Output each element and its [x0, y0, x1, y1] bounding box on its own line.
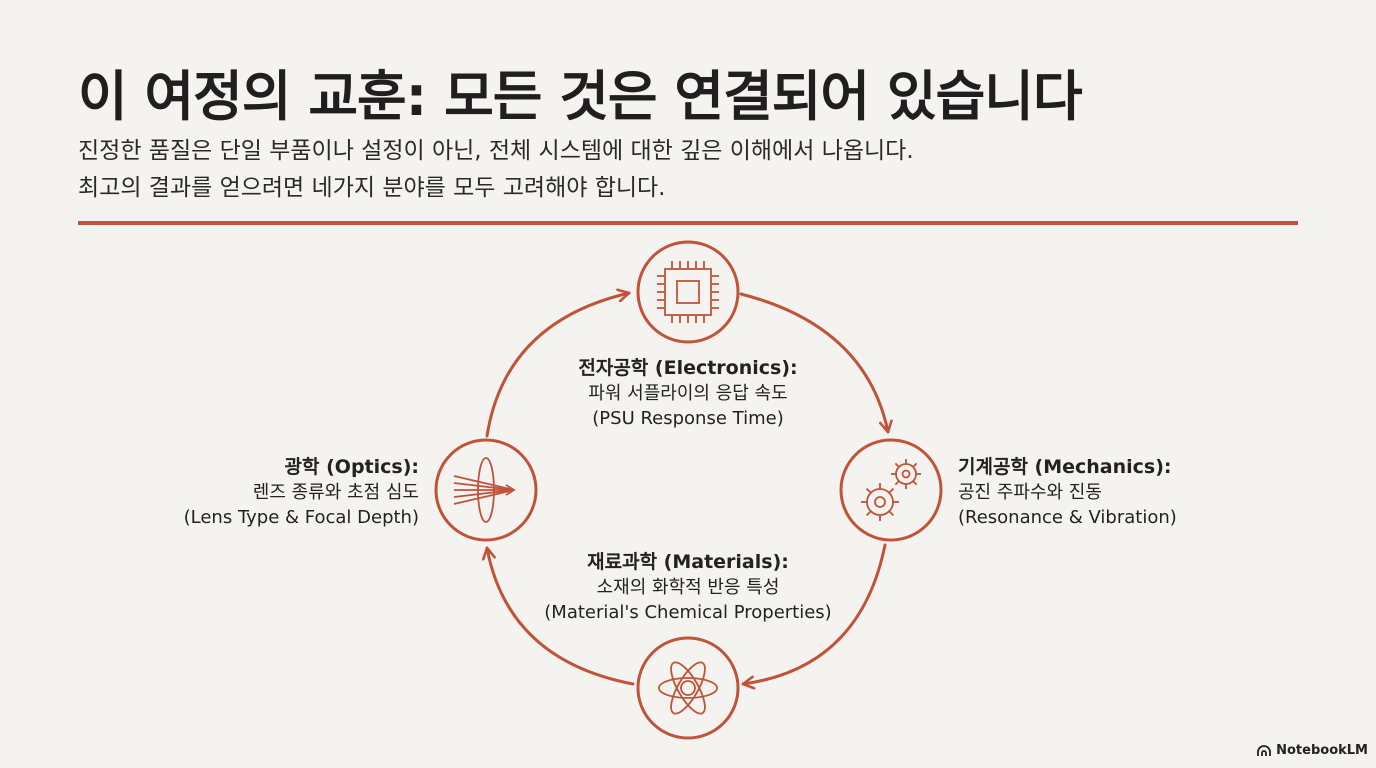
optics-desc-en: (Lens Type & Focal Depth): [183, 507, 419, 528]
arrow-mechanics-to-materials: [741, 543, 887, 684]
mechanics-desc-en: (Resonance & Vibration): [958, 507, 1177, 528]
materials-heading: 재료과학 (Materials):: [587, 551, 789, 573]
divider-line: [78, 221, 1298, 225]
microchip-icon: [657, 261, 719, 323]
label-electronics: 전자공학 (Electronics): 파워 서플라이의 응답 속도 (PSU …: [578, 356, 797, 431]
optics-desc-ko: 렌즈 종류와 초점 심도: [252, 482, 419, 503]
gears-icon: [861, 459, 921, 521]
node-optics: [434, 438, 538, 542]
mechanics-heading: 기계공학 (Mechanics):: [958, 456, 1172, 478]
arrow-optics-to-electronics: [485, 293, 631, 438]
lens-icon: [453, 457, 516, 523]
subtitle-line-1: 진정한 품질은 단일 부품이나 설정이 아닌, 전체 시스템에 대한 깊은 이해…: [78, 138, 914, 164]
brand-label: NotebookLM: [1276, 743, 1368, 758]
node-materials: [636, 636, 740, 740]
label-mechanics: 기계공학 (Mechanics): 공진 주파수와 진동 (Resonance …: [958, 455, 1177, 530]
page-title: 이 여정의 교훈: 모든 것은 연결되어 있습니다: [78, 65, 1083, 128]
subtitle: 진정한 품질은 단일 부품이나 설정이 아닌, 전체 시스템에 대한 깊은 이해…: [78, 133, 914, 207]
label-materials: 재료과학 (Materials): 소재의 화학적 반응 특성 (Materia…: [544, 550, 831, 625]
node-mechanics: [839, 438, 943, 542]
electronics-desc-ko: 파워 서플라이의 응답 속도: [588, 383, 788, 404]
label-optics: 광학 (Optics): 렌즈 종류와 초점 심도 (Lens Type & F…: [184, 455, 419, 530]
materials-desc-en: (Material's Chemical Properties): [544, 602, 832, 623]
notebooklm-logo-icon: [1257, 744, 1272, 756]
arrow-electronics-to-mechanics: [739, 292, 888, 434]
subtitle-line-2: 최고의 결과를 얻으려면 네가지 분야를 모두 고려해야 합니다.: [78, 175, 666, 201]
notebooklm-brand: NotebookLM: [1256, 743, 1368, 758]
atom-icon: [658, 661, 718, 715]
electronics-desc-en: (PSU Response Time): [592, 408, 784, 429]
optics-heading: 광학 (Optics):: [284, 456, 419, 478]
materials-desc-ko: 소재의 화학적 반응 특성: [596, 577, 780, 598]
mechanics-desc-ko: 공진 주파수와 진동: [958, 482, 1102, 503]
node-electronics: [636, 240, 740, 344]
electronics-heading: 전자공학 (Electronics):: [578, 357, 798, 379]
arrow-materials-to-optics: [487, 546, 635, 686]
